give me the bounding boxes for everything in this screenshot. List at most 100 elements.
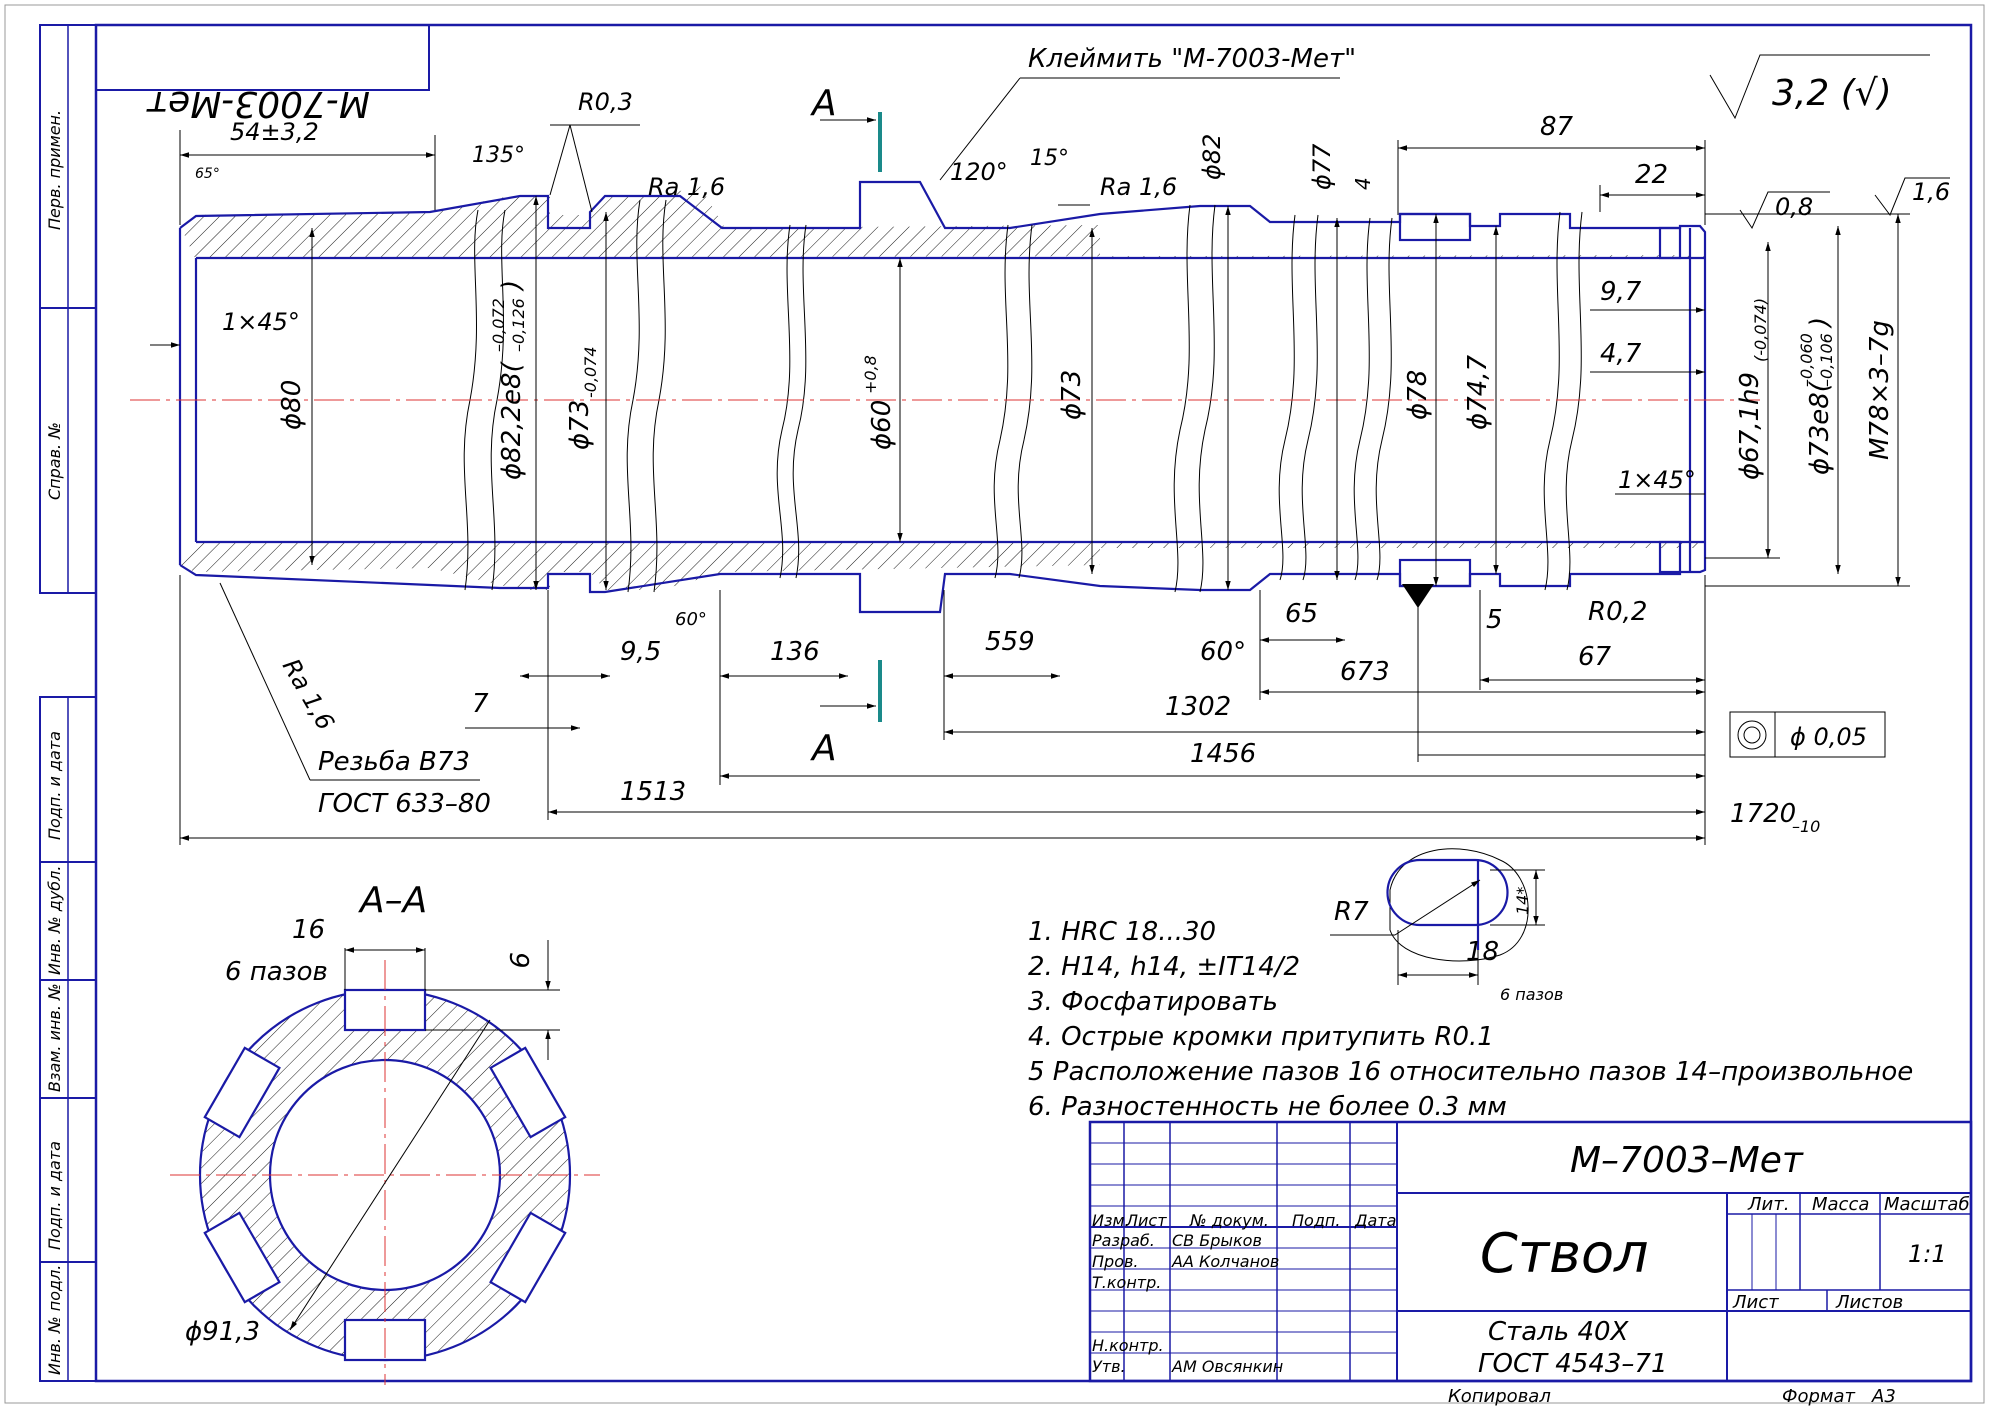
tb-lit: Лит. <box>1747 1194 1789 1215</box>
dim-65: 65 <box>1285 599 1318 629</box>
dim-97: 9,7 <box>1600 277 1642 307</box>
svg-text:1720: 1720 <box>1730 799 1796 829</box>
svg-text:–10: –10 <box>1792 817 1820 836</box>
format-value: А3 <box>1871 1386 1896 1407</box>
svg-text:–0,072: –0,072 <box>489 298 508 352</box>
barrel-section-view <box>130 180 1760 614</box>
tb-row-utv: Утв. <box>1092 1357 1126 1376</box>
dim-r03: R0,3 <box>578 88 633 116</box>
dimension-lines <box>150 54 1950 845</box>
dim-d822: ϕ82,2e8( –0,072 –0,126 ) <box>489 280 528 480</box>
dim-1456: 1456 <box>1190 739 1256 769</box>
side-label-perv: Перв. примен. <box>45 110 64 230</box>
dimension-texts: 54±3,2 65° 135° R0,3 Ra 1,6 Клеймить "M-… <box>195 44 1950 836</box>
note-6: 6. Разностенность не более 0.3 мм <box>1028 1092 1507 1122</box>
dim-60deg-b: 60° <box>1200 637 1246 667</box>
dim-60deg-a: 60° <box>675 609 707 630</box>
section-a-a-view: А–А 16 6 пазов 9 ϕ91,3 <box>170 880 600 1385</box>
tb-mass: Масса <box>1812 1194 1869 1215</box>
svg-text:ϕ73: ϕ73 <box>565 400 595 450</box>
side-column-labels: Перв. примен. Справ. № Подп. и дата Инв.… <box>45 110 64 1375</box>
dim-1513: 1513 <box>620 777 686 807</box>
dim-ra16-a: Ra 1,6 <box>648 173 725 201</box>
side-label-podl: Инв. № подл. <box>45 1265 64 1375</box>
tb-hdr-doc: № докум. <box>1189 1211 1269 1230</box>
dim-95: 9,5 <box>620 637 661 667</box>
dim-d671: ϕ67,1h9 (-0,074) <box>1735 298 1770 480</box>
tb-row-prov: Пров. <box>1092 1252 1139 1271</box>
tb-name-prov: АА Колчанов <box>1171 1252 1279 1271</box>
detail-18: 18 <box>1466 937 1499 967</box>
dim-47: 4,7 <box>1600 339 1642 369</box>
dim-67: 67 <box>1578 642 1612 672</box>
dim-1720: 1720 –10 <box>1730 799 1820 836</box>
section-dim-9: 9 <box>503 952 533 969</box>
section-letter-top: А <box>810 83 837 124</box>
technical-notes: 1. HRC 18...30 2. H14, h14, ±IT14/2 3. Ф… <box>1028 917 1913 1122</box>
side-label-podp2: Подп. и дата <box>45 1141 64 1250</box>
dim-673: 673 <box>1340 657 1390 687</box>
dim-d82: ϕ82 <box>1198 134 1226 180</box>
dim-chamfer-left: 1×45° <box>222 308 300 336</box>
svg-text:ϕ73e8(: ϕ73e8( <box>1805 380 1835 475</box>
tb-row-tkontr: Т.контр. <box>1092 1273 1161 1292</box>
thread-spec-2: ГОСТ 633–80 <box>318 789 491 819</box>
tb-hdr-podp: Подп. <box>1292 1211 1340 1230</box>
dim-d78: ϕ78 <box>1403 370 1433 420</box>
dim-22: 22 <box>1635 160 1668 190</box>
dim-65deg: 65° <box>195 166 220 182</box>
dim-runout: ϕ 0,05 <box>1790 723 1867 751</box>
section-letter-bottom: А <box>810 728 837 769</box>
side-label-vzam: Взам. инв. № <box>45 983 64 1092</box>
dim-roughness-08: 0,8 <box>1775 193 1813 221</box>
tb-hdr-izm: Изм. <box>1092 1211 1130 1230</box>
tb-name-razrab: СВ Брыков <box>1172 1231 1262 1250</box>
tb-material-2: ГОСТ 4543–71 <box>1478 1349 1668 1379</box>
note-1: 1. HRC 18...30 <box>1028 917 1216 947</box>
tb-row-razrab: Разраб. <box>1092 1231 1155 1250</box>
roughness-general: 3,2 (√) <box>1772 73 1892 114</box>
svg-text:ϕ60: ϕ60 <box>867 400 897 450</box>
dim-d60: ϕ60 +0,8 <box>861 355 897 450</box>
detail-6slots: 6 пазов <box>1500 985 1563 1004</box>
dim-5: 5 <box>1486 605 1503 635</box>
section-dim-6slots: 6 пазов <box>225 957 328 987</box>
tb-row-nkontr: Н.контр. <box>1092 1336 1164 1355</box>
dim-15deg: 15° <box>1030 146 1069 171</box>
dim-136: 136 <box>770 637 820 667</box>
svg-text:+0,8: +0,8 <box>861 355 880 394</box>
tb-sheet: Лист <box>1732 1292 1779 1313</box>
title-block: M–7003–Мет Ствол Сталь 40Х ГОСТ 4543–71 … <box>1088 1120 1973 1383</box>
sheet-frame <box>4 4 1985 1404</box>
tb-scale-hdr: Масштаб <box>1884 1194 1970 1215</box>
section-dim-d913: ϕ91,3 <box>185 1317 260 1347</box>
section-dim-16: 16 <box>292 915 325 945</box>
dim-7: 7 <box>472 689 489 719</box>
svg-text:): ) <box>497 280 527 292</box>
dim-roughness-16: 1,6 <box>1912 178 1950 206</box>
svg-text:-0,074: -0,074 <box>581 346 600 398</box>
svg-text:ϕ67,1h9: ϕ67,1h9 <box>1735 372 1765 480</box>
dim-120deg: 120° <box>950 158 1008 186</box>
svg-text:ϕ82,2e8(: ϕ82,2e8( <box>497 360 527 480</box>
dim-chamfer-right: 1×45° <box>1618 466 1696 494</box>
side-label-dubl: Инв. № дубл. <box>45 866 64 975</box>
detail-r7: R7 <box>1334 897 1369 927</box>
tb-scale: 1:1 <box>1908 1240 1947 1268</box>
dim-d77: ϕ77 <box>1308 143 1336 190</box>
dim-d80: ϕ80 <box>277 380 307 430</box>
mirrored-stamp: M-7003-Мет <box>146 83 370 124</box>
dim-m78: M78×3–7g <box>1865 320 1895 460</box>
tb-hdr-list: Лист <box>1125 1211 1167 1230</box>
tb-designation: M–7003–Мет <box>1570 1140 1804 1181</box>
note-4: 4. Острые кромки притупить R0.1 <box>1028 1022 1494 1052</box>
dim-ra16-c: Ra 1,6 <box>277 654 340 735</box>
dim-d73-a: ϕ73 -0,074 <box>565 346 600 450</box>
dim-ra16-b: Ra 1,6 <box>1100 173 1177 201</box>
dim-d747: ϕ74,7 <box>1463 355 1493 431</box>
tb-sheets: Листов <box>1835 1292 1903 1313</box>
format-label: Формат <box>1782 1386 1856 1407</box>
side-label-podp1: Подп. и дата <box>45 731 64 840</box>
section-title: А–А <box>358 880 427 921</box>
